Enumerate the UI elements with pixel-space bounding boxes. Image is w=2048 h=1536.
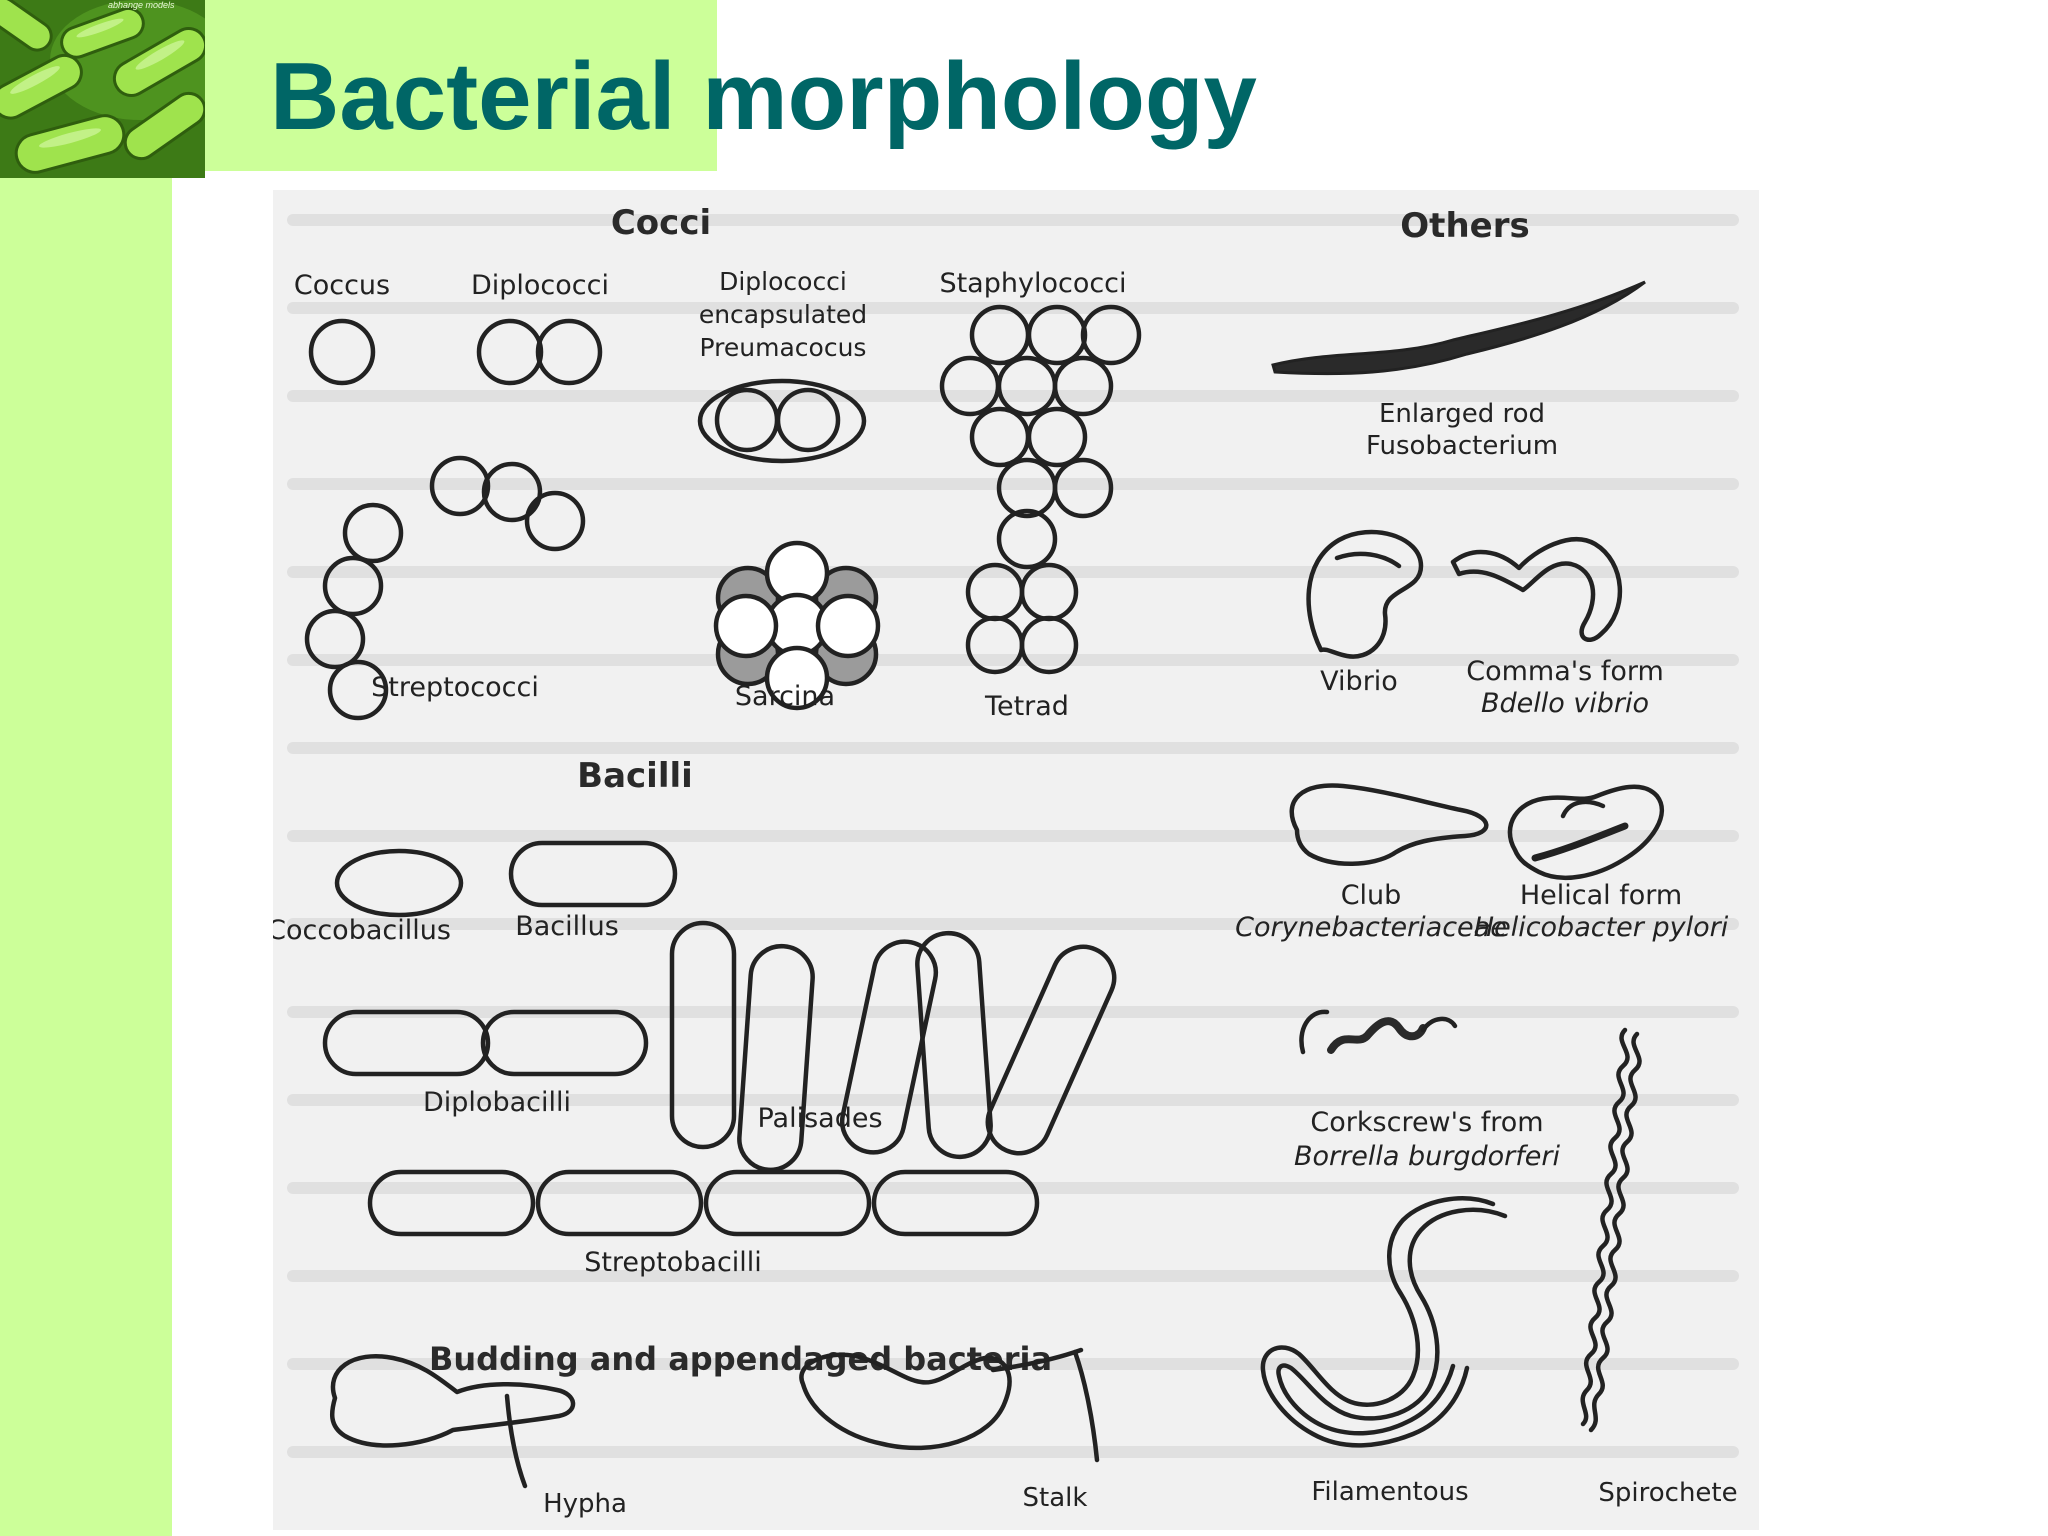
streptobacilli-cells [367,1169,1040,1237]
club-cell [1289,783,1489,866]
label-bacillus: Bacillus [515,911,619,942]
label-vibrio: Vibrio [1320,666,1398,697]
label-diplococci: Diplococci [471,270,609,301]
coccus-cell [308,318,376,386]
spirochete-cell [1580,1027,1642,1433]
corkscrew-cell [1299,1009,1458,1055]
stalk-cell [799,1347,1100,1463]
label-hypha: Hypha [543,1489,627,1519]
staphylococci-cells [939,304,1142,570]
morphology-figure-svg: Cocci Bacilli Others Budding and appenda… [273,190,1759,1530]
section-budding: Budding and appendaged bacteria [429,1340,1052,1378]
label-club-line2: Corynebacteriaceae [1235,912,1507,943]
hypha-cell [329,1354,576,1489]
palisades-cells [669,920,1117,1173]
label-helical-line1: Helical form [1520,880,1682,911]
label-streptococci: Streptococci [371,672,539,703]
label-palisades: Palisades [757,1103,882,1134]
morphology-figure: Cocci Bacilli Others Budding and appenda… [273,190,1759,1530]
diplococci-encapsulated-cells [697,378,867,464]
bacillus-cell [508,840,678,908]
title-word-2: morphology [702,43,1257,150]
left-accent-bar [0,0,172,1536]
section-bacilli: Bacilli [577,756,693,796]
slide-title: Bacterial morphology [270,42,1257,152]
thumbnail-caption: abhange models [108,0,175,10]
label-tetrad: Tetrad [984,691,1069,722]
bacteria-thumbnail-art [0,0,205,178]
enlarged-rod-cell [1271,280,1646,376]
tetrad-cells [965,562,1079,675]
label-diplococci-encapsulated-line2: encapsulated [699,300,867,329]
section-cocci: Cocci [611,203,711,243]
title-word-1: Bacterial [270,43,676,150]
section-others: Others [1400,206,1529,246]
helical-form-cell [1507,784,1664,880]
vibrio-cell [1306,529,1424,659]
label-coccobacillus: Coccobacillus [273,915,451,946]
label-helical-line2: Helicobacter pylori [1474,912,1729,943]
filamentous-cell [1260,1196,1508,1448]
label-diplococci-encapsulated-line3: Preumacocus [700,333,867,362]
bacteria-thumbnail-image: abhange models [0,0,205,178]
diplococci-cells [476,318,603,386]
coccobacillus-cell [334,848,464,918]
label-enlarged-rod-line2: Fusobacterium [1366,431,1558,461]
label-spirochete: Spirochete [1598,1478,1737,1508]
label-corkscrew-line1: Corkscrew's from [1310,1107,1543,1138]
label-corkscrew-line2: Borrella burgdorferi [1294,1141,1560,1172]
label-stalk: Stalk [1023,1483,1088,1513]
commas-form-cell [1450,537,1623,642]
label-streptobacilli: Streptobacilli [584,1247,762,1278]
label-commas-form-line1: Comma's form [1466,656,1664,687]
label-filamentous: Filamentous [1311,1477,1468,1507]
diplobacilli-cells [322,1009,649,1077]
streptococci-cells [304,455,586,721]
sarcina-cells [713,540,881,711]
label-sarcina: Sarcina [735,681,835,712]
label-diplobacilli: Diplobacilli [423,1087,571,1118]
label-commas-form-line2: Bdello vibrio [1481,688,1649,719]
label-diplococci-encapsulated-line1: Diplococci [719,267,847,296]
label-enlarged-rod-line1: Enlarged rod [1379,399,1545,429]
label-club-line1: Club [1341,880,1402,911]
label-coccus: Coccus [294,270,390,301]
label-staphylococci: Staphylococci [939,268,1126,299]
